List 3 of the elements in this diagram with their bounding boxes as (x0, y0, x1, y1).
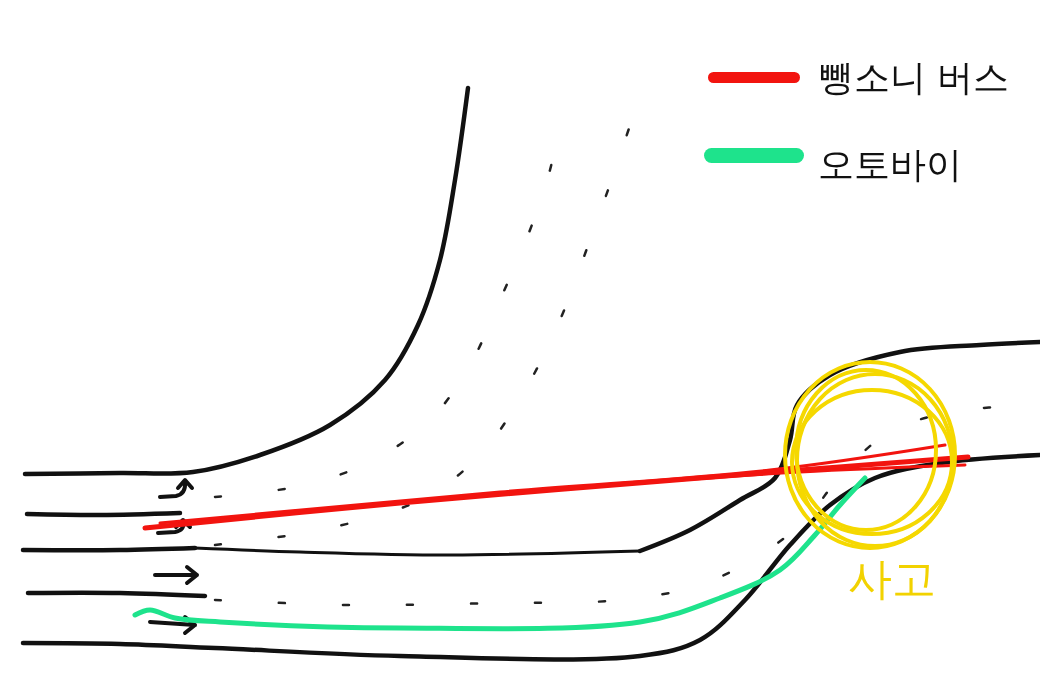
legend-label: 오토바이 (818, 145, 962, 185)
accident-label: 사고 (848, 555, 936, 604)
legend-label: 뺑소니 버스 (818, 58, 1010, 98)
